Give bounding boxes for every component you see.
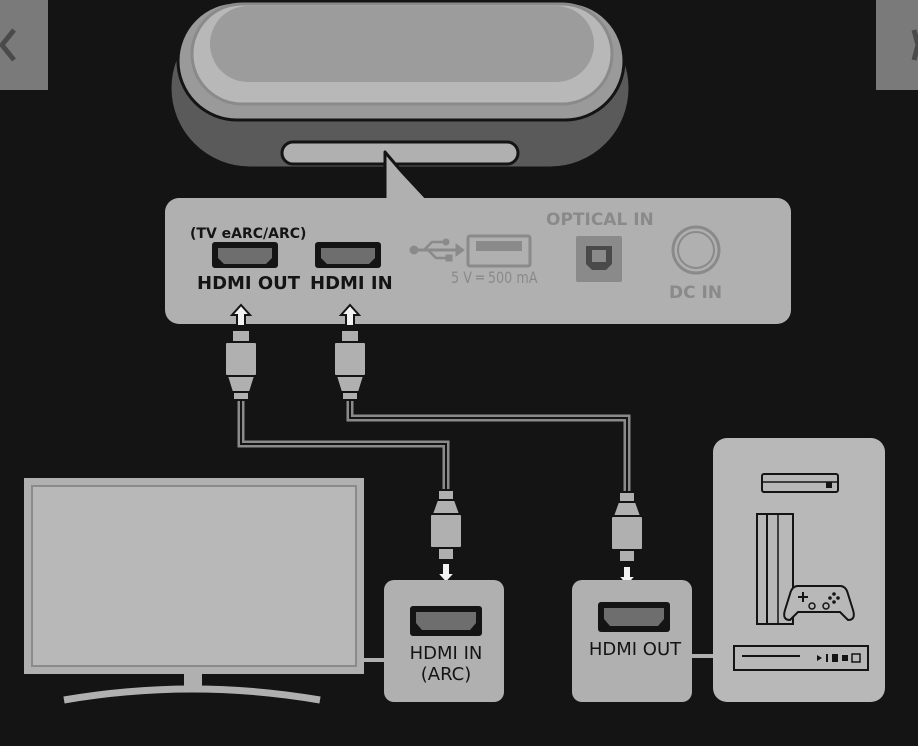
set-top-box-icon xyxy=(761,473,839,493)
usb-port-icon xyxy=(466,234,532,268)
device-hdmi-out-label: HDMI OUT xyxy=(588,639,682,660)
hdmi-in-label: HDMI IN xyxy=(310,273,393,294)
tv-hdmi-in-box xyxy=(384,580,504,702)
chevron-right-icon xyxy=(911,29,918,61)
next-slide-button[interactable] xyxy=(876,0,918,90)
optical-port-icon xyxy=(576,236,622,282)
tv-icon xyxy=(24,478,386,704)
hdmi-out-label: HDMI OUT xyxy=(197,273,301,294)
arrow-up-icon xyxy=(229,303,362,327)
dc-jack-icon xyxy=(671,225,721,275)
hdmi-out-port-icon xyxy=(212,242,278,268)
optical-in-label: OPTICAL IN xyxy=(546,210,654,230)
device-hdmi-out-box xyxy=(572,580,714,702)
gamepad-icon xyxy=(783,585,855,622)
blu-ray-player-icon xyxy=(733,645,869,671)
hdmi-in-port-icon xyxy=(315,242,381,268)
usb-spec-label: 5 V ═ 500 mA xyxy=(451,268,538,287)
tv-earc-arc-label: (TV eARC/ARC) xyxy=(190,226,307,242)
usb-icon xyxy=(409,238,465,262)
soundbar-back-panel xyxy=(165,150,791,324)
previous-slide-button[interactable] xyxy=(0,0,48,90)
tv-arc-label: (ARC) xyxy=(420,664,472,685)
chevron-left-icon xyxy=(0,28,16,62)
hdmi-cable-device xyxy=(333,329,644,563)
dc-in-label: DC IN xyxy=(669,283,723,303)
soundbar-icon xyxy=(168,0,632,170)
hdmi-cable-tv xyxy=(224,329,463,561)
tv-hdmi-in-label: HDMI IN xyxy=(409,643,483,664)
external-devices-panel xyxy=(713,438,885,702)
